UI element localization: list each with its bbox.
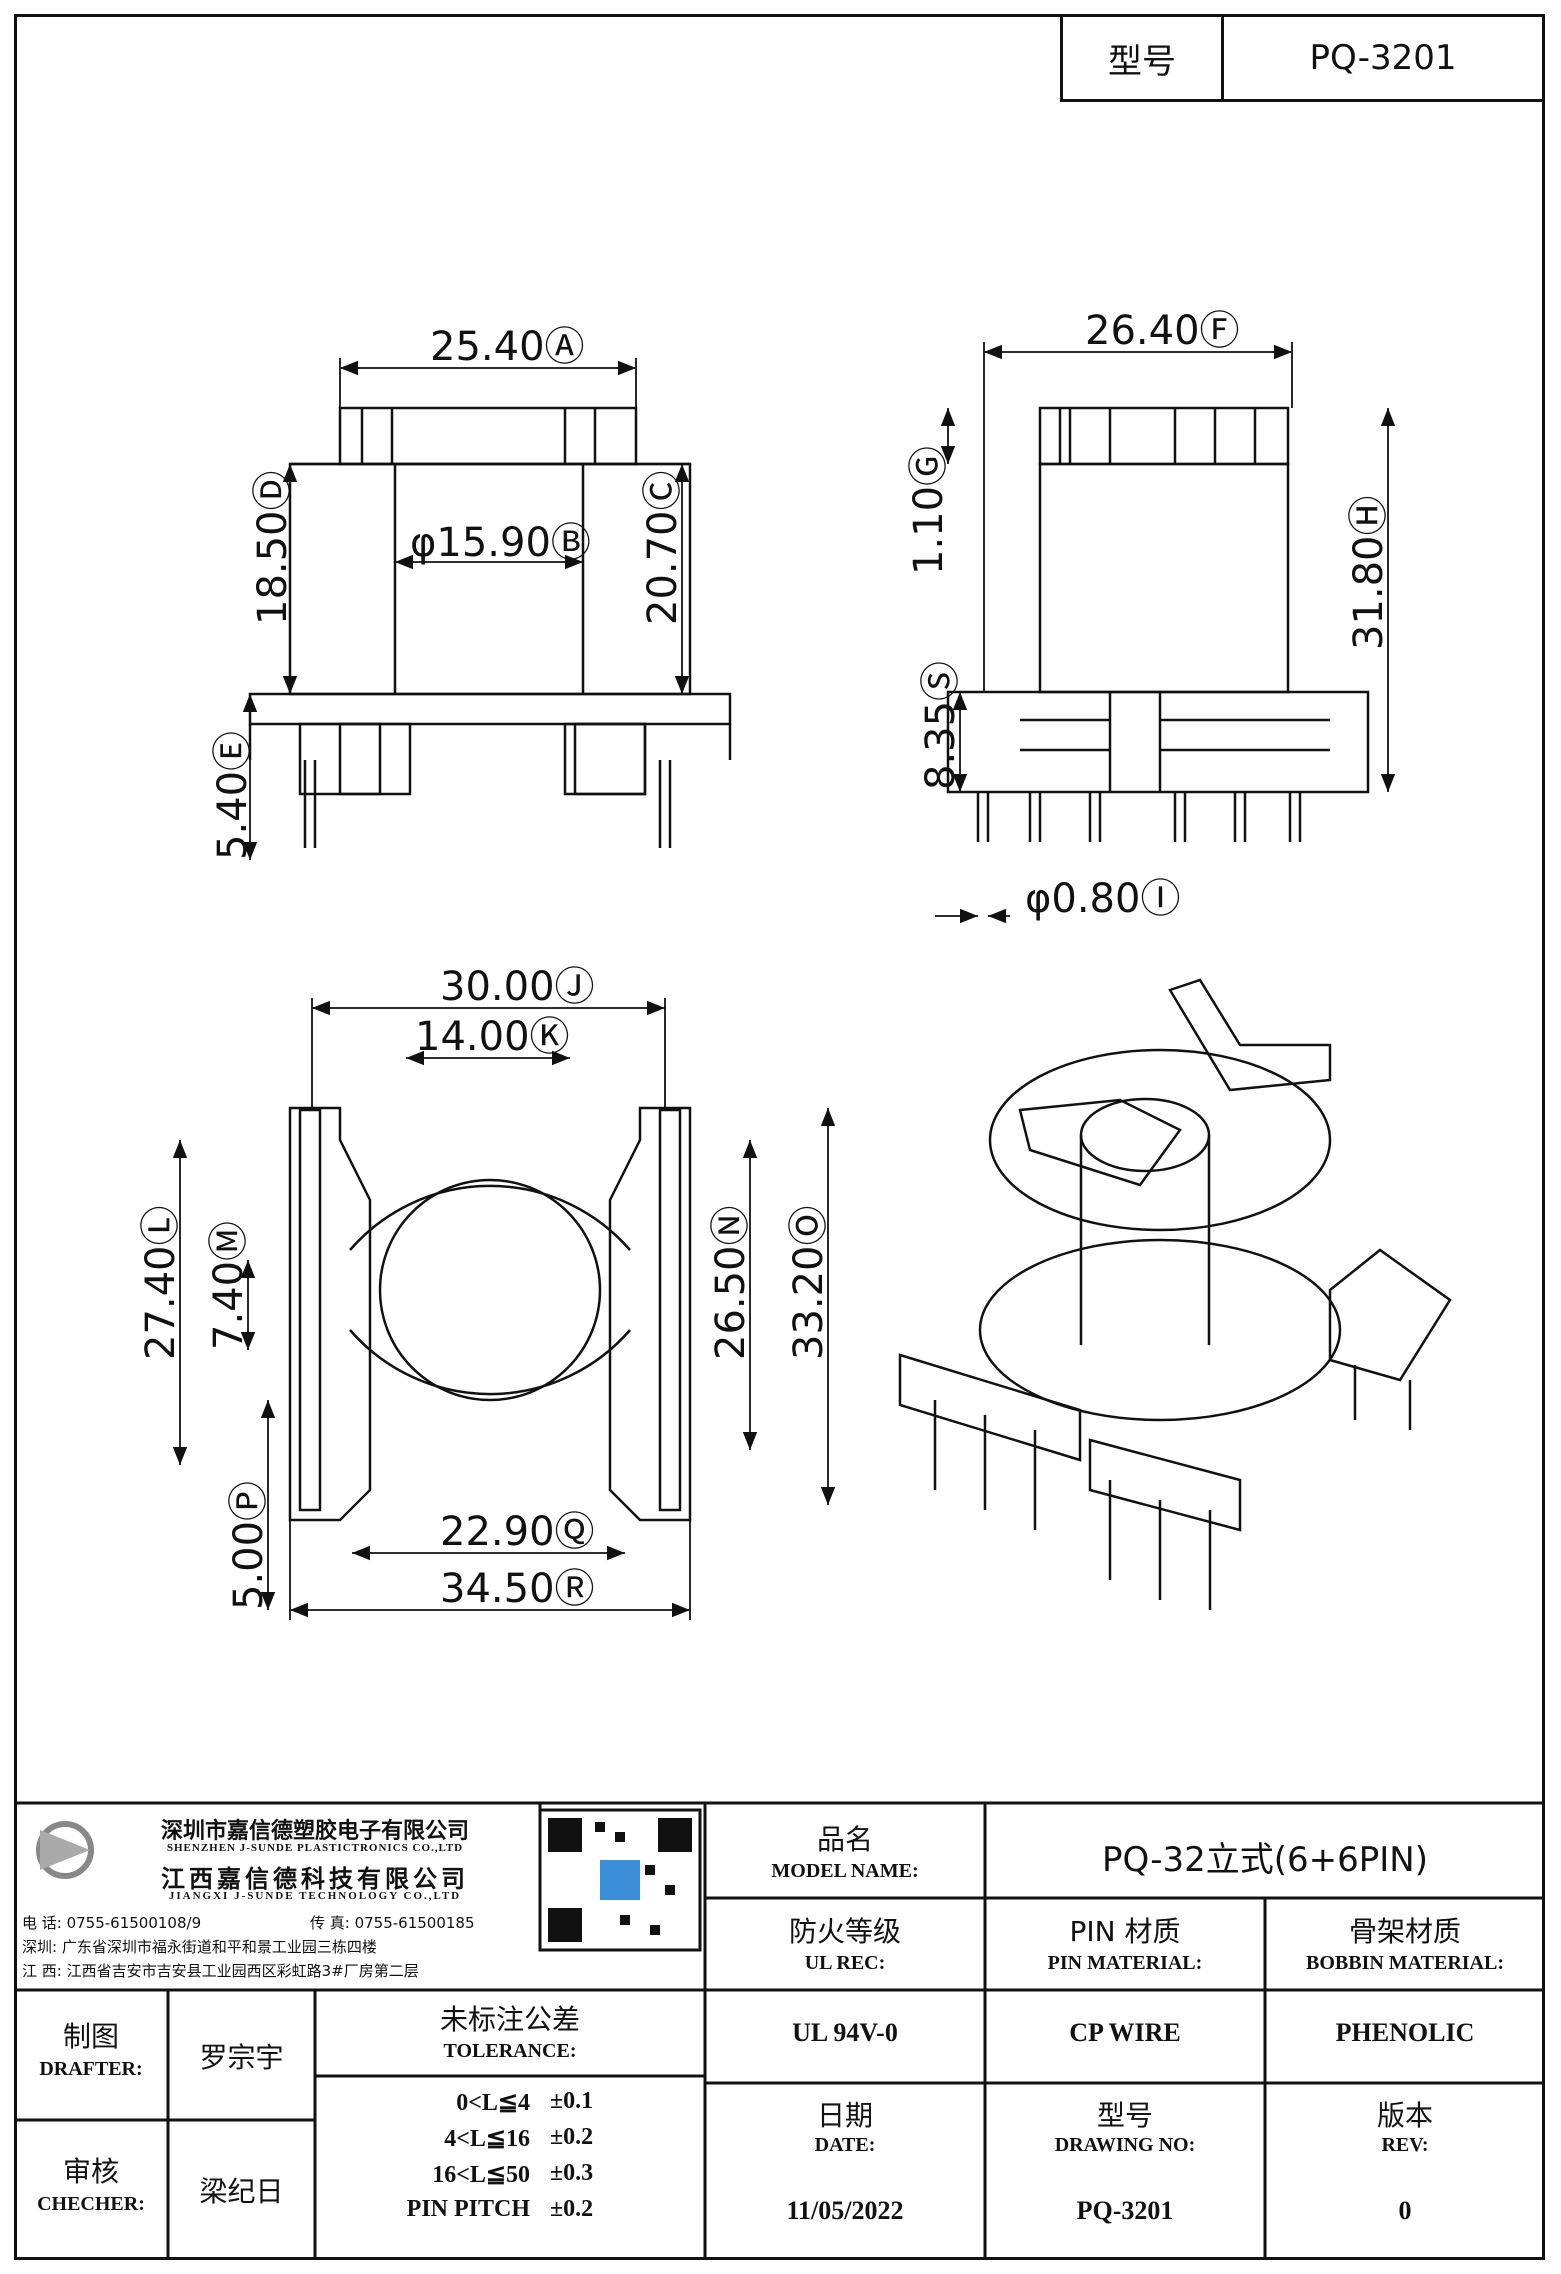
tolerance-value: ±0.3	[550, 2160, 594, 2186]
model-name-value: PQ-32立式(6+6PIN)	[1102, 1840, 1428, 1880]
bottom-view	[288, 1106, 692, 1522]
tolerance-range: PIN PITCH	[406, 2196, 530, 2222]
dimension-labels: 25.40Ⓐ φ15.90Ⓑ 26.40Ⓕ φ0.80Ⓘ 30.00Ⓙ 14.0…	[138, 308, 1392, 1612]
dim-I: φ0.80Ⓘ	[1025, 876, 1180, 922]
isometric-view	[898, 978, 1452, 1610]
dim-R: 34.50Ⓡ	[440, 1566, 595, 1612]
tolerance-value: ±0.2	[550, 2196, 594, 2222]
drafter-en: DRAFTER:	[39, 2058, 143, 2080]
dim-E: 5.40Ⓔ	[210, 731, 256, 860]
tolerance-range: 4<L≦16	[444, 2126, 530, 2152]
dim-B: φ15.90Ⓑ	[410, 520, 591, 566]
tolerance-range: 16<L≦50	[432, 2162, 530, 2188]
checker-cn: 审核	[62, 2155, 119, 2188]
header-model-value: PQ-3201	[1309, 38, 1457, 78]
qr-code-icon	[538, 1808, 702, 1952]
header-model-value-cell: PQ-3201	[1221, 14, 1545, 102]
dim-O: 33.20Ⓞ	[786, 1205, 832, 1360]
company-address-sz: 深圳: 广东省深圳市福永街道和平和景工业园三栋四楼	[22, 1938, 377, 1956]
dim-S: 8.35Ⓢ	[918, 661, 964, 790]
dim-C: 20.70Ⓒ	[640, 470, 686, 625]
side-view	[946, 406, 1370, 842]
company-name-jx: 江西嘉信德科技有限公司	[161, 1865, 469, 1893]
ul-rec-cn: 防火等级	[788, 1915, 901, 1948]
drawing-border	[14, 14, 1545, 2260]
tolerance-en: TOLERANCE:	[443, 2040, 577, 2062]
company-address-jx: 江 西: 江西省吉安市吉安县工业园西区彩虹路3#厂房第二层	[22, 1962, 419, 1980]
dim-M: 7.40Ⓜ	[206, 1221, 252, 1350]
rev-value: 0	[1398, 2196, 1412, 2225]
date-en: DATE:	[814, 2134, 876, 2156]
rev-en: REV:	[1381, 2134, 1429, 2156]
ul-rec-en: UL REC:	[804, 1952, 886, 1974]
logo-icon	[36, 1821, 94, 1879]
dim-D: 18.50Ⓓ	[250, 470, 296, 625]
tolerance-range: 0<L≦4	[456, 2090, 530, 2116]
pin-material-en: PIN MATERIAL:	[1047, 1952, 1203, 1974]
company-name-sz-en: SHENZHEN J-SUNDE PLASTICTRONICS CO.,LTD	[166, 1842, 464, 1854]
dim-Q: 22.90Ⓠ	[440, 1509, 595, 1555]
dim-N: 26.50Ⓝ	[708, 1205, 754, 1360]
bobbin-material-cn: 骨架材质	[1348, 1915, 1461, 1948]
model-name-cn: 品名	[816, 1823, 873, 1856]
company-name-jx-en: JIANGXI J-SUNDE TECHNOLOGY CO.,LTD	[168, 1890, 462, 1902]
model-name-en: MODEL NAME:	[771, 1860, 919, 1882]
ul-rec-value: UL 94V-0	[792, 2018, 898, 2047]
pin-material-cn: PIN 材质	[1069, 1915, 1181, 1948]
date-value: 11/05/2022	[786, 2196, 904, 2225]
dim-P: 5.00Ⓟ	[226, 1481, 272, 1610]
title-block-grid	[14, 1801, 1545, 2260]
dim-H: 31.80Ⓗ	[1346, 495, 1392, 650]
header-model-label: 型号	[1108, 41, 1176, 82]
dim-F: 26.40Ⓕ	[1085, 308, 1240, 354]
bobbin-material-value: PHENOLIC	[1335, 2018, 1475, 2047]
checker-value: 梁纪日	[199, 2175, 284, 2208]
dim-K: 14.00Ⓚ	[415, 1014, 570, 1060]
drawing-no-en: DRAWING NO:	[1054, 2134, 1196, 2156]
drawing-no-value: PQ-3201	[1076, 2196, 1174, 2225]
company-phone: 电 话: 0755-61500108/9	[22, 1914, 202, 1932]
tolerance-cn: 未标注公差	[439, 2003, 580, 2036]
rev-cn: 版本	[1376, 2099, 1433, 2132]
dim-A: 25.40Ⓐ	[430, 324, 585, 370]
dim-J: 30.00Ⓙ	[440, 964, 595, 1010]
bobbin-material-en: BOBBIN MATERIAL:	[1306, 1952, 1504, 1974]
dimension-lines	[172, 342, 1396, 1620]
pin-material-value: CP WIRE	[1069, 2018, 1181, 2047]
tolerance-value: ±0.1	[550, 2088, 594, 2114]
dim-G: 1.10Ⓖ	[906, 446, 952, 575]
dim-L: 27.40Ⓛ	[138, 1205, 184, 1360]
company-name-sz: 深圳市嘉信德塑胶电子有限公司	[160, 1819, 469, 1844]
drawing-no-cn: 型号	[1096, 2099, 1153, 2132]
drafter-cn: 制图	[62, 2020, 119, 2053]
checker-en: CHECHER:	[37, 2193, 145, 2215]
tolerance-value: ±0.2	[550, 2124, 594, 2150]
drafter-value: 罗宗宇	[199, 2041, 284, 2074]
date-cn: 日期	[816, 2099, 873, 2132]
company-fax: 传 真: 0755-61500185	[310, 1914, 475, 1932]
